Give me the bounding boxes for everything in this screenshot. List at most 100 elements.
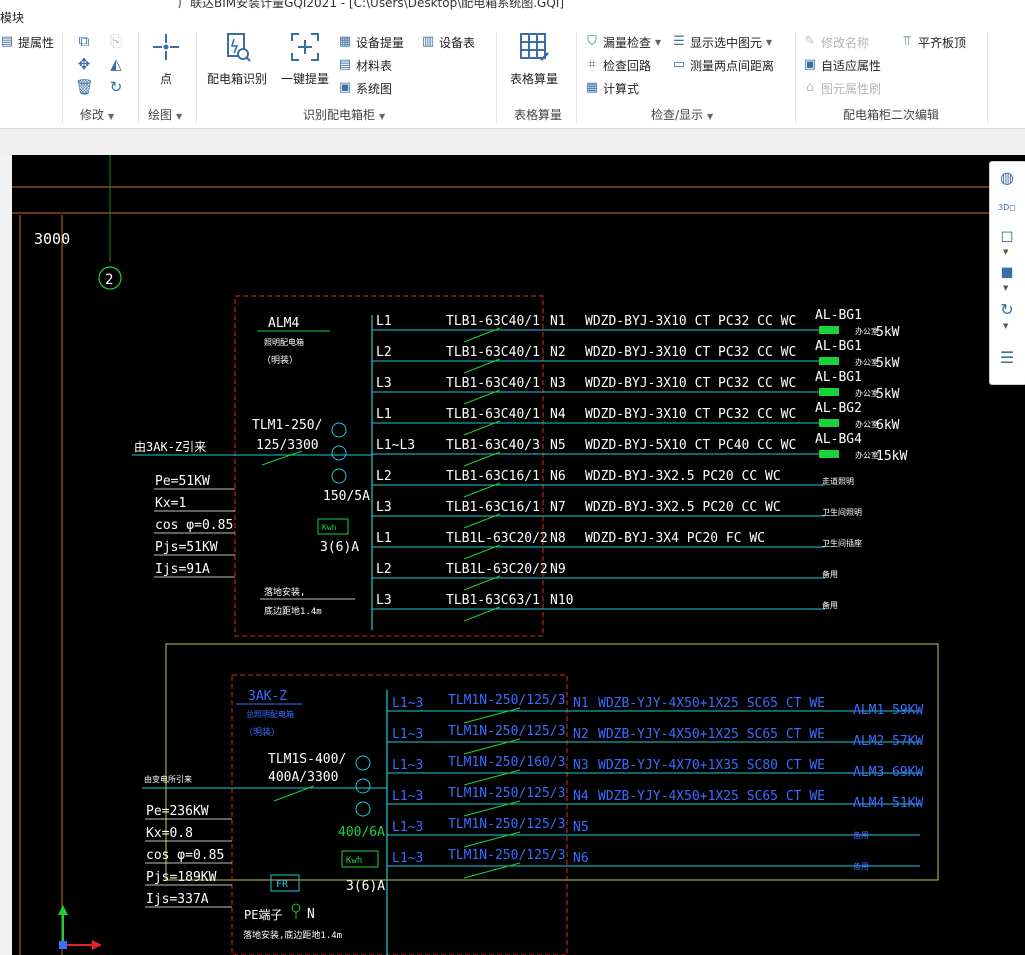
rotate-icon[interactable]: ↻	[109, 78, 123, 96]
group-label-check[interactable]: 检查/显示▼	[651, 108, 714, 122]
group-label-draw[interactable]: 绘图▼	[148, 108, 183, 122]
drawing-canvas[interactable]: 3000 2 由3AK-Z引来 ALM4 照明配电箱 （明装） TLM1-250…	[12, 155, 1025, 955]
paste-icon[interactable]: ⎘	[109, 32, 122, 50]
3akz-circuit-switch	[463, 738, 521, 755]
3akz-circuit-cable: WDZB-YJY-4X70+1X35 SC80 CT WE	[598, 758, 825, 773]
3akz-circuit-switch	[463, 831, 521, 848]
system-diagram-button[interactable]: ▣ 系统图	[338, 80, 393, 96]
alm4-param: Kx=1	[155, 496, 186, 511]
alm4-meter-box	[317, 518, 349, 535]
cad-drawing[interactable]: 3000 2 由3AK-Z引来 ALM4 照明配电箱 （明装） TLM1-250…	[12, 155, 1025, 955]
align-slab-top-button[interactable]: ⫪ 平齐板顶	[900, 32, 966, 52]
show-selected-button[interactable]: ☰ 显示选中图元 ▼	[673, 34, 773, 50]
alm4-main-switch	[261, 450, 303, 466]
3akz-main-switch	[273, 785, 315, 802]
distribution-box-identify-button[interactable]: 配电箱识别	[204, 30, 270, 87]
table-takeoff-button[interactable]: 表格算量	[506, 30, 562, 87]
rename-button[interactable]: ✎ 修改名称	[804, 34, 870, 50]
properties-list-icon[interactable]: ☰	[999, 348, 1015, 367]
one-click-takeoff-button[interactable]: 一键提量	[278, 30, 332, 87]
3akz-circuit-power: 57KW	[892, 734, 923, 749]
alm4-circuit-number: N5	[550, 438, 566, 453]
3akz-circuit-breaker: TLM1N-250/125/3	[448, 848, 565, 863]
move-icon[interactable]: ✥	[77, 55, 91, 73]
3akz-param: Pjs=189KW	[146, 870, 217, 885]
alm4-circuit-number: N4	[550, 407, 566, 422]
group-separator	[795, 32, 796, 124]
delete-icon[interactable]: 🗑	[75, 78, 95, 96]
group-separator	[576, 32, 577, 124]
alm4-circuit-power: 5kW	[876, 387, 900, 402]
3akz-incoming-label: 由变电所引来	[144, 774, 192, 784]
alm4-circuit-number: N10	[550, 593, 573, 608]
alm4-circuit-room: 卫生间照明	[822, 507, 862, 517]
left-panel-edge[interactable]	[0, 155, 12, 955]
alm4-circuit-breaker: TLB1-63C40/1	[446, 376, 540, 391]
axis-dimension: 3000	[34, 230, 70, 248]
chevron-down-icon[interactable]: ▼	[1003, 248, 1009, 256]
equipment-table-button[interactable]: ▥ 设备表	[421, 34, 476, 50]
alm4-circuit-power: 5kW	[876, 325, 900, 340]
chevron-down-icon[interactable]: ▼	[1003, 284, 1009, 292]
alm4-param: Pe=51KW	[155, 474, 210, 489]
module-menu[interactable]: 模块	[0, 11, 25, 25]
alm4-circuit-switch	[463, 575, 501, 591]
alm4-note1: 落地安装,	[264, 586, 305, 598]
alm4-circuit-room: 办公室	[855, 450, 879, 460]
3akz-circuit-power: 59KW	[892, 703, 923, 718]
extract-attribute-button[interactable]: ▤ 提属性	[0, 34, 55, 50]
measure-distance-button[interactable]: ▭ 测量两点间距离	[672, 57, 775, 73]
3akz-circuit-breaker: TLM1N-250/125/3	[448, 786, 565, 801]
alm4-circuit-breaker: TLB1-63C63/1	[446, 593, 540, 608]
3akz-circuit-number: N6	[573, 851, 589, 866]
group-label-modify[interactable]: 修改▼	[80, 108, 115, 122]
ribbon-toolbar: ▤ 提属性 ⧉ ⎘ ✥ ◭ 🗑 ↻ 修改▼ 点 绘图▼ 配电箱识别	[0, 26, 1025, 129]
copy-icon[interactable]: ⧉	[78, 32, 90, 50]
alm4-incoming-label: 由3AK-Z引来	[134, 440, 206, 454]
material-table-button[interactable]: ▤ 材料表	[338, 57, 393, 73]
3akz-circuit-phase: L1~3	[392, 851, 423, 866]
alm4-circuit-number: N7	[550, 500, 566, 515]
group-separator	[138, 32, 139, 124]
alm4-circuit-phase: L1	[376, 531, 392, 546]
shaded-cube-icon[interactable]: ◼	[1000, 262, 1014, 281]
ucs-axis-icon	[58, 905, 102, 950]
alm4-circuit-switch	[463, 482, 501, 498]
alm4-circuit-phase: L2	[376, 562, 392, 577]
group-label-identify[interactable]: 识别配电箱柜▼	[303, 108, 386, 122]
formula-button[interactable]: ▦ 计算式	[585, 80, 640, 96]
point-icon	[153, 34, 179, 60]
alm4-circuit-number: N8	[550, 531, 566, 546]
3akz-ct-symbol	[355, 755, 371, 817]
alm4-circuit-cable: WDZD-BYJ-3X2.5 PC20 CC WC	[585, 469, 781, 484]
alm4-circuit-cable: WDZD-BYJ-5X10 CT PC40 CC WC	[585, 438, 796, 453]
3akz-param: Kx=0.8	[146, 826, 193, 841]
mirror-icon[interactable]: ◭	[110, 55, 122, 73]
missing-check-button[interactable]: ⛉ 漏量检查 ▼	[585, 32, 661, 52]
tab-strip	[0, 129, 1025, 155]
chevron-down-icon[interactable]: ▼	[1003, 322, 1009, 330]
brush-icon: ⌂	[805, 80, 815, 95]
3akz-circuit-number: N1	[573, 696, 589, 711]
group-label-edit: 配电箱柜二次编辑	[843, 108, 940, 122]
3akz-circuit-number: N2	[573, 727, 589, 742]
attribute-brush-button[interactable]: ⌂ 图元属性刷	[803, 78, 881, 98]
orbit-icon[interactable]: ◍	[1000, 168, 1014, 187]
adaptive-attribute-button[interactable]: ▣ 自适应属性	[803, 57, 882, 73]
3akz-circuit-load: ALM3	[853, 765, 884, 780]
ruler-icon: ▭	[672, 57, 686, 72]
check-circuit-button[interactable]: ⌗ 检查回路	[585, 55, 651, 75]
3d-view-icon[interactable]: 3D◻	[998, 203, 1016, 212]
device-takeoff-button[interactable]: ▦ 设备提量	[338, 34, 405, 50]
3akz-circuit-power: 51KW	[892, 796, 923, 811]
rotate-view-icon[interactable]: ↻	[1000, 300, 1014, 319]
point-draw-button[interactable]: 点	[146, 30, 186, 87]
alm4-load-marker	[819, 419, 839, 427]
3akz-circuit-power: 69KW	[892, 765, 923, 780]
alm4-circuit-switch	[463, 513, 501, 529]
3akz-meter-label: Kwh	[346, 856, 362, 866]
alm4-circuit-number: N3	[550, 376, 566, 391]
cube-view-icon[interactable]: ◻	[1000, 226, 1014, 245]
3akz-circuit-phase: L1~3	[392, 696, 423, 711]
